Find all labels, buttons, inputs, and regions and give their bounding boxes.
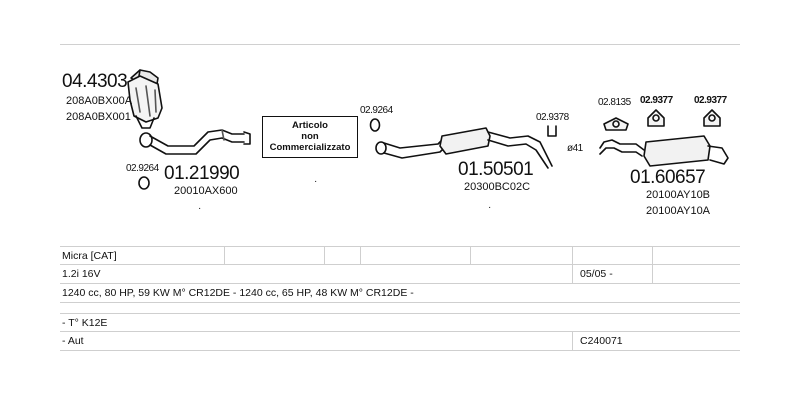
type-cell: - T° K12E bbox=[62, 317, 108, 329]
exhaust-diagram: 04.4303 208A0BX00A 208A0BX001 02.9264 01… bbox=[62, 69, 729, 217]
catalyst-shape bbox=[127, 69, 163, 129]
diagram-drawing bbox=[127, 69, 729, 190]
specs-cell: 1240 cc, 80 HP, 59 KW M° CR12DE - 1240 c… bbox=[62, 287, 414, 299]
table-row-transmission: - Aut C240071 bbox=[60, 332, 740, 351]
rear-silencer-shape bbox=[599, 135, 729, 167]
middle-silencer-number: 01.50501 bbox=[458, 159, 534, 180]
notice-line-1: Articolo bbox=[292, 120, 328, 131]
hanger-1-number: 02.9377 bbox=[640, 95, 673, 106]
table-row-specs: 1240 cc, 80 HP, 59 KW M° CR12DE - 1240 c… bbox=[60, 284, 740, 303]
catalyst-part-number: 04.4303 bbox=[62, 71, 128, 92]
catalyst-oem-code-1: 208A0BX00A bbox=[66, 95, 133, 107]
front-pipe-number: 01.21990 bbox=[164, 163, 240, 184]
table-row-type: - T° K12E bbox=[60, 313, 740, 332]
gasket-mid-number: 02.9264 bbox=[360, 105, 393, 116]
hanger-1-shape bbox=[647, 109, 665, 127]
top-divider bbox=[60, 44, 740, 45]
gasket-front-number: 02.9264 bbox=[126, 163, 159, 174]
not-sold-notice: Articolo non Commercializzato bbox=[262, 116, 358, 158]
clamp-shape bbox=[547, 125, 557, 137]
hanger-2-shape bbox=[703, 109, 721, 127]
mount-ring-number: 02.8135 bbox=[598, 97, 631, 108]
dot-marker: · bbox=[198, 203, 202, 214]
table-row-model: Micra [CAT] bbox=[60, 246, 740, 265]
code-cell: C240071 bbox=[580, 335, 623, 347]
dot-marker: · bbox=[488, 202, 492, 213]
engine-cell: 1.2i 16V bbox=[62, 268, 101, 280]
rear-silencer-oem-code-2: 20100AY10A bbox=[646, 205, 711, 217]
catalyst-oem-code-2: 208A0BX001 bbox=[66, 111, 131, 123]
notice-line-3: Commercializzato bbox=[269, 142, 351, 153]
vehicle-info-table: Micra [CAT] 1.2i 16V 05/05 - 1240 cc, 80… bbox=[60, 246, 740, 351]
mount-ring-shape bbox=[603, 117, 629, 131]
table-row-engine: 1.2i 16V 05/05 - bbox=[60, 265, 740, 284]
hanger-2-number: 02.9377 bbox=[694, 95, 727, 106]
middle-silencer-shape bbox=[375, 127, 553, 169]
clamp-number: 02.9378 bbox=[536, 112, 569, 123]
transmission-cell: - Aut bbox=[62, 335, 84, 347]
front-pipe-oem-code: 20010AX600 bbox=[174, 185, 238, 197]
model-cell: Micra [CAT] bbox=[62, 250, 117, 262]
rear-silencer-oem-code-1: 20100AY10B bbox=[646, 189, 711, 201]
dot-marker: · bbox=[314, 176, 318, 187]
gasket-mid-shape bbox=[369, 118, 381, 132]
clamp-diameter: ø41 bbox=[567, 143, 583, 154]
notice-line-2: non bbox=[301, 131, 319, 142]
middle-silencer-oem-code: 20300BC02C bbox=[464, 181, 531, 193]
rear-silencer-number: 01.60657 bbox=[630, 167, 706, 188]
gasket-front-shape bbox=[138, 176, 150, 190]
date-cell: 05/05 - bbox=[580, 268, 613, 280]
front-pipe-shape bbox=[139, 129, 251, 155]
